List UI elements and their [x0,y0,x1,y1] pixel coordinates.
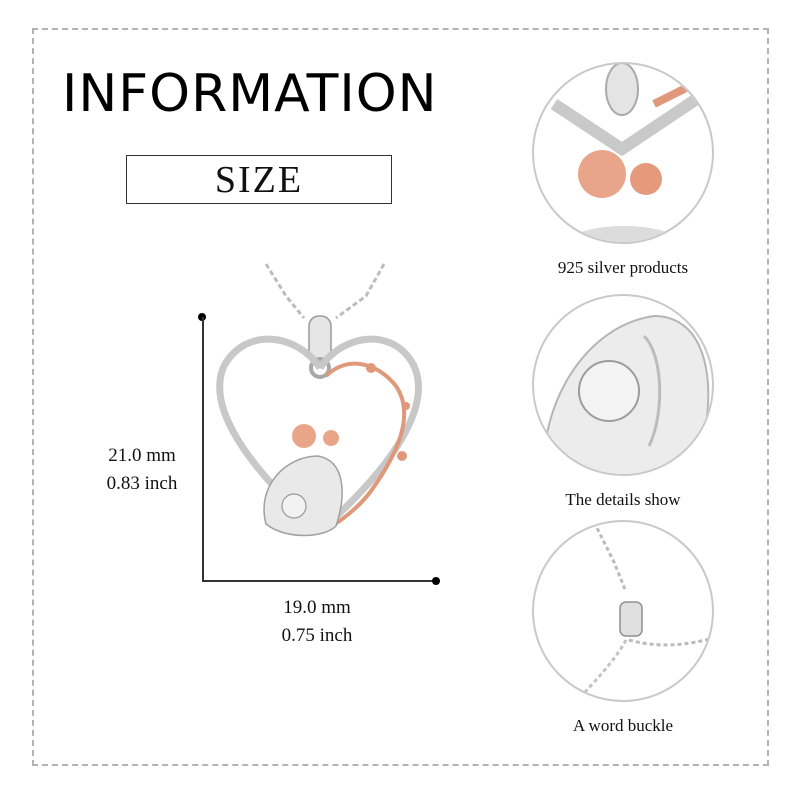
detail-caption: 925 silver products [557,258,689,277]
pendant-image [216,263,422,537]
height-inch: 0.83 inch [106,473,178,494]
width-dimension: 19.0 mm 0.75 inch [262,594,372,650]
detail-caption: The details show [565,490,681,509]
dimension-marker-right [432,577,440,585]
width-inch: 0.75 inch [281,625,353,646]
size-label-box: SIZE [126,155,392,204]
detail-image-flower [532,62,714,244]
detail-silver: 925 silver products [532,62,714,278]
page-title: INFORMATION [62,64,438,124]
height-dimension-line [202,317,204,581]
detail-figure: The details show [532,294,714,510]
width-dimension-line [202,580,436,582]
detail-caption: A word buckle [572,716,674,735]
height-dimension: 21.0 mm 0.83 inch [92,442,192,498]
size-label: SIZE [214,158,304,201]
height-mm: 21.0 mm [108,445,176,466]
detail-image-figure [532,294,714,476]
width-mm: 19.0 mm [283,597,351,618]
detail-clasp: A word buckle [532,520,714,736]
dashed-frame [32,28,769,766]
detail-image-clasp [532,520,714,702]
